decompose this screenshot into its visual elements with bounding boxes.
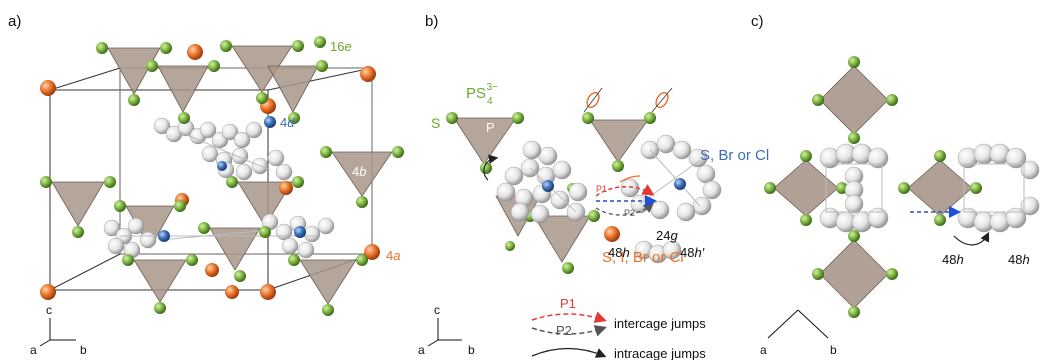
axis-a-c: c [46, 303, 52, 317]
legend-p2-label: P2 [556, 323, 572, 338]
panel-a: a) [8, 13, 404, 357]
axis-b-b: b [468, 343, 475, 357]
jump-legend: P1 P2 intercage jumps intracage jumps [531, 296, 706, 360]
p1-jump-arrow [595, 184, 655, 197]
halide-top-label: S, Br or Cl [700, 147, 769, 164]
panel-a-label: a) [8, 13, 21, 30]
label-48h: 48h [608, 245, 630, 260]
axis-c-b: b [830, 343, 837, 357]
label-4a: 4a [386, 248, 400, 263]
axis-b-a: a [418, 343, 425, 357]
axes-c [767, 309, 829, 339]
li-cage-c-center [819, 143, 889, 233]
label-4b: 4b [352, 164, 366, 179]
panel-c: c) 48h 48h [751, 13, 1040, 357]
label-24g: 24g [656, 228, 678, 243]
rotation-indicators [583, 87, 673, 113]
axis-b-c: c [434, 303, 440, 317]
cage-bonds [120, 131, 320, 241]
legend-p1-arrow [531, 311, 607, 323]
legend-p1-label: P1 [560, 296, 576, 311]
s-label-b: S [431, 115, 440, 131]
p-label-b: P [486, 120, 495, 135]
label-16e: 16e [330, 39, 352, 54]
legend-intercage-label: intercage jumps [614, 316, 706, 331]
4d-sites [158, 116, 306, 242]
halide-arrow [619, 175, 641, 183]
sulfur-atoms-c [764, 56, 982, 318]
p2-jump-arrow [595, 202, 654, 216]
panel-b: b) [418, 13, 769, 360]
unit-cell-box [49, 67, 373, 291]
li-cage-c-right [957, 143, 1040, 233]
li-cage-right [620, 134, 722, 264]
ps4-tetrahedra [51, 45, 393, 305]
label-48h-prime: 48h′ [680, 245, 705, 260]
label-48h-c-left: 48h [942, 252, 964, 267]
li-cage-left [496, 140, 588, 224]
panel-b-label: b) [425, 13, 438, 30]
halide-bottom-label: S, I, Br or Cl [602, 249, 684, 266]
axis-c-a: a [760, 343, 767, 357]
ps4-label: PS43− [466, 82, 498, 107]
intracage-arrow-left [483, 154, 499, 181]
axis-a-a: a [30, 343, 37, 357]
sulfur-atoms [40, 36, 404, 316]
intracage-arrow-c [953, 231, 990, 246]
label-48h-c-right: 48h [1008, 252, 1030, 267]
ps4-diamonds [773, 65, 973, 309]
legend-p2-arrow [531, 325, 607, 337]
axes-a [39, 318, 76, 347]
axis-a-b: b [80, 343, 87, 357]
4a-4b-sites [40, 44, 380, 300]
axes-b [427, 318, 462, 347]
halide-site-b [604, 226, 620, 242]
panel-c-label: c) [751, 13, 764, 30]
p1-inline-label: P1 [596, 184, 607, 194]
legend-intracage-label: intracage jumps [614, 346, 706, 360]
cage-bonds-c [825, 163, 1025, 213]
4d-sites-b [542, 178, 686, 192]
p2-inline-label: P2 [624, 208, 635, 218]
legend-intracage-arrow [531, 347, 607, 358]
label-4d: 4d [280, 115, 295, 130]
